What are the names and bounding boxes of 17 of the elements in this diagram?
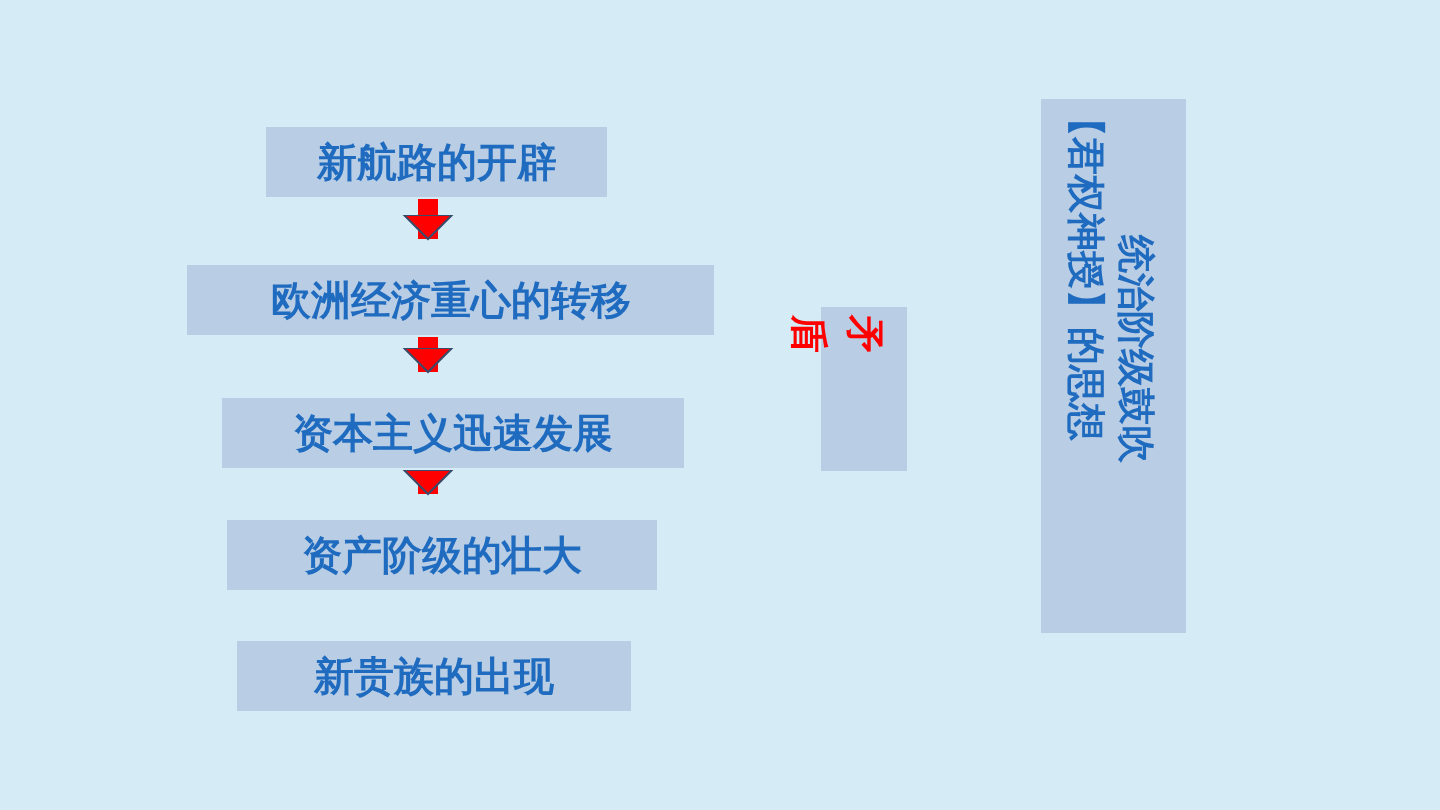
box-label: 资本主义迅速发展 (293, 408, 613, 458)
vertical-label: 【君权神授】的思想 (1063, 99, 1109, 441)
text-box (266, 127, 607, 197)
down-arrow (403, 337, 453, 373)
down-arrow (403, 469, 453, 495)
vertical-label: 统治阶级鼓吹 (1113, 235, 1159, 463)
text-box (187, 265, 714, 335)
vertical-label: 矛盾 (786, 315, 888, 355)
text-box (227, 520, 657, 590)
text-box (237, 641, 631, 711)
text-box (222, 398, 684, 468)
box-label: 新贵族的出现 (314, 651, 554, 701)
text-box (1041, 99, 1186, 633)
down-arrow (403, 199, 453, 240)
box-label: 欧洲经济重心的转移 (270, 275, 631, 325)
box-label: 资产阶级的壮大 (302, 530, 582, 580)
box-label: 新航路的开辟 (316, 137, 557, 187)
